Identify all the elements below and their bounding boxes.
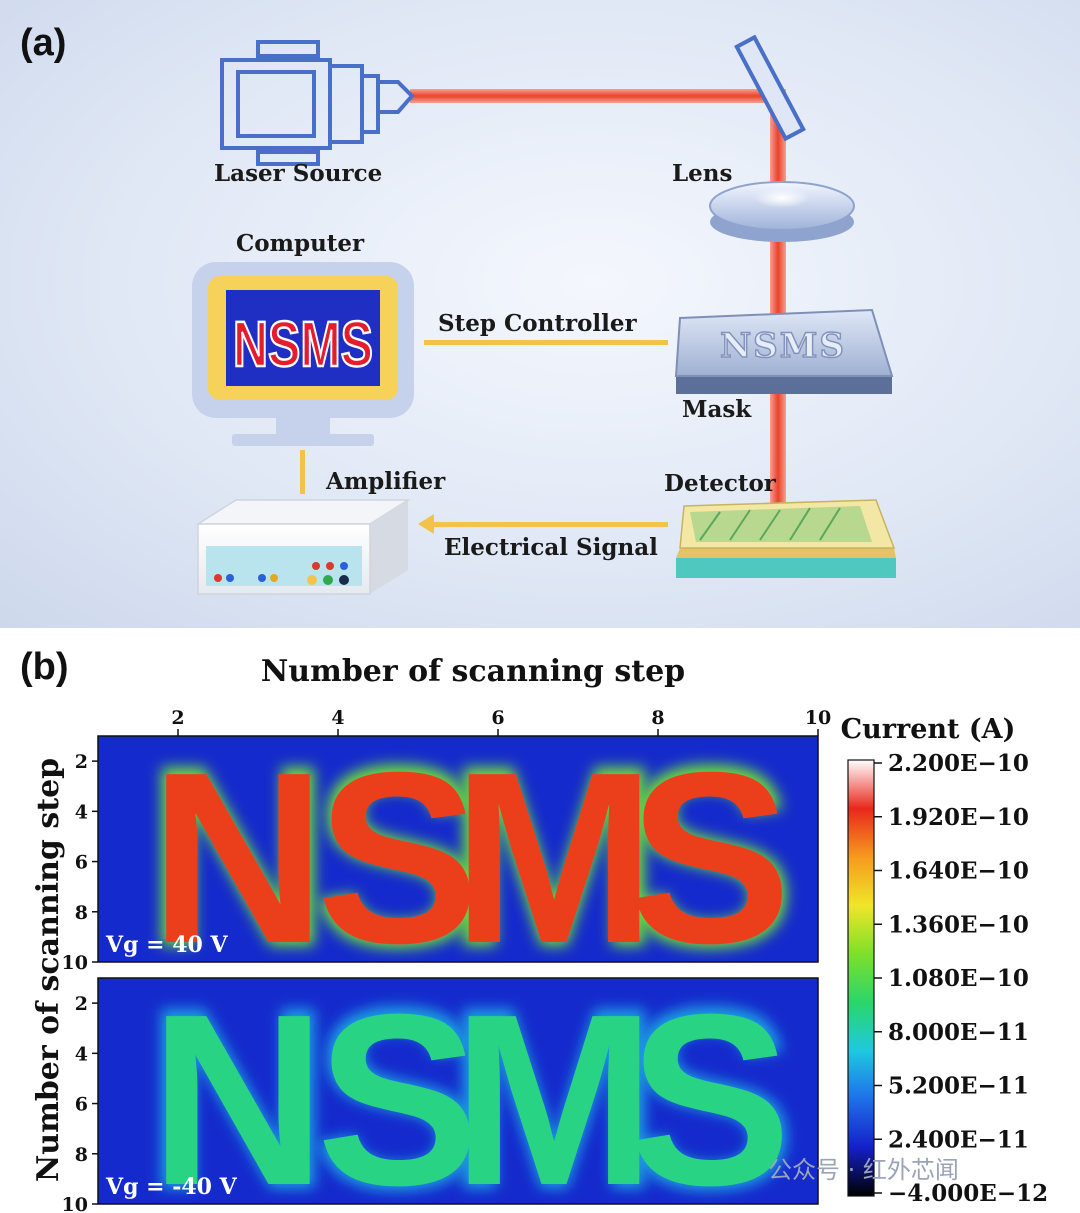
screen-pattern-text: NSMS bbox=[233, 308, 373, 380]
label-detector: Detector bbox=[664, 470, 776, 497]
label-laser-source: Laser Source bbox=[214, 160, 383, 187]
y-axis-label: Number of scanning step bbox=[31, 758, 66, 1182]
x-tick-label: 4 bbox=[331, 707, 344, 729]
label-electrical-signal: Electrical Signal bbox=[444, 534, 658, 561]
laser-beam-vertical bbox=[770, 89, 786, 509]
gate-voltage-annotation: Vg = 40 V bbox=[105, 932, 228, 958]
colorbar-tick-label: 5.200E−11 bbox=[888, 1073, 1029, 1100]
colorbar-ticks: 2.200E−10 1.920E−10 1.640E−10 1.360E−10 1.08… bbox=[874, 750, 1048, 1207]
heatmap-background bbox=[98, 736, 818, 962]
heatmap-letter-glow: S bbox=[623, 954, 796, 1213]
y-tick-label: 2 bbox=[75, 993, 88, 1015]
setup-diagram: NSMS NSMS bbox=[192, 34, 896, 595]
heatmap-letter: M bbox=[452, 721, 655, 994]
mask-pattern-text: NSMS bbox=[720, 326, 846, 366]
x-axis-ticks: 2 4 6 8 10 bbox=[171, 707, 831, 736]
amplifier-icon bbox=[195, 499, 411, 595]
colorbar-tick-label: 1.920E−10 bbox=[888, 804, 1029, 831]
panel-a-label: (a) bbox=[20, 22, 67, 64]
x-tick-label: 10 bbox=[805, 707, 831, 729]
heatmap-letter: N bbox=[150, 963, 326, 1213]
label-lens: Lens bbox=[672, 160, 733, 187]
y-tick-label: 4 bbox=[75, 801, 88, 823]
heatmap-letter-glow: M bbox=[446, 954, 663, 1213]
colorbar-title: Current (A) bbox=[841, 714, 1016, 745]
colorbar bbox=[847, 759, 875, 1197]
colorbar-tick-label: 8.000E−11 bbox=[888, 1019, 1029, 1046]
x-tick-label: 6 bbox=[491, 707, 504, 729]
colorbar-tick-label: 1.360E−10 bbox=[888, 911, 1029, 938]
label-step-controller: Step Controller bbox=[438, 310, 637, 337]
y-tick-label: 4 bbox=[75, 1043, 88, 1065]
label-mask: Mask bbox=[682, 396, 752, 423]
colorbar-tick-label: −4.000E−12 bbox=[888, 1180, 1048, 1207]
heatmap-letter: S bbox=[317, 721, 480, 994]
link-mask-computer bbox=[424, 340, 668, 345]
arrow-left-icon bbox=[418, 514, 434, 534]
y-tick-label: 2 bbox=[75, 751, 88, 773]
heatmap-letter: S bbox=[629, 721, 792, 994]
heatmap-letter-glow: S bbox=[311, 712, 484, 1002]
label-computer: Computer bbox=[236, 230, 365, 257]
watermark: 公众号 · 红外芯闻 bbox=[768, 1156, 959, 1184]
heatmap-background bbox=[98, 978, 818, 1204]
mask-icon bbox=[674, 308, 894, 394]
panel-b-heatmaps: (b) Number of scanning step Number of sc… bbox=[0, 628, 1080, 1213]
computer-icon bbox=[192, 262, 414, 446]
lens-icon bbox=[709, 181, 855, 242]
y-tick-label: 8 bbox=[75, 1144, 88, 1166]
y-axis-ticks: 2 4 6 8 10 2 4 6 8 10 bbox=[62, 751, 98, 1213]
heatmap-top-frame bbox=[97, 735, 819, 963]
detector-icon bbox=[676, 499, 896, 578]
gate-voltage-annotation: Vg = -40 V bbox=[105, 1174, 238, 1200]
colorbar-tick-label: 2.400E−11 bbox=[888, 1126, 1029, 1153]
heatmap-bottom-frame bbox=[97, 977, 819, 1205]
x-tick-label: 2 bbox=[171, 707, 184, 729]
y-tick-label: 10 bbox=[62, 952, 88, 974]
laser-beam-horizontal bbox=[410, 89, 785, 103]
y-tick-label: 6 bbox=[75, 1094, 88, 1116]
y-tick-label: 8 bbox=[75, 902, 88, 924]
heatmap-letter: S bbox=[629, 963, 792, 1213]
heatmap-letter-glow: N bbox=[144, 954, 332, 1213]
heatmap-letter-glow: S bbox=[311, 954, 484, 1213]
link-detector-amplifier bbox=[428, 522, 668, 527]
heatmap-letter: M bbox=[452, 963, 655, 1213]
y-tick-label: 10 bbox=[62, 1194, 88, 1213]
heatmap-letter-glow: M bbox=[446, 712, 663, 1002]
chart-title: Number of scanning step bbox=[261, 654, 685, 689]
y-tick-label: 6 bbox=[75, 852, 88, 874]
heatmap-letter-glow: S bbox=[623, 712, 796, 1002]
label-amplifier: Amplifier bbox=[326, 468, 446, 495]
panel-b-label: (b) bbox=[20, 646, 69, 688]
heatmap-letter-glow: N bbox=[144, 712, 332, 1002]
colorbar-tick-label: 1.640E−10 bbox=[888, 858, 1029, 885]
laser-source-icon bbox=[220, 40, 415, 166]
link-computer-amplifier bbox=[300, 450, 305, 494]
photocurrent-chart: Number of scanning step Number of scanni… bbox=[31, 654, 1048, 1213]
colorbar-tick-label: 2.200E−10 bbox=[888, 750, 1029, 777]
colorbar-tick-label: 1.080E−10 bbox=[888, 965, 1029, 992]
x-tick-label: 8 bbox=[651, 707, 664, 729]
heatmap-letter: S bbox=[317, 963, 480, 1213]
heatmap-letter: N bbox=[150, 721, 326, 994]
mirror-icon bbox=[734, 34, 806, 142]
panel-a-schematic: (a) bbox=[0, 0, 1080, 628]
